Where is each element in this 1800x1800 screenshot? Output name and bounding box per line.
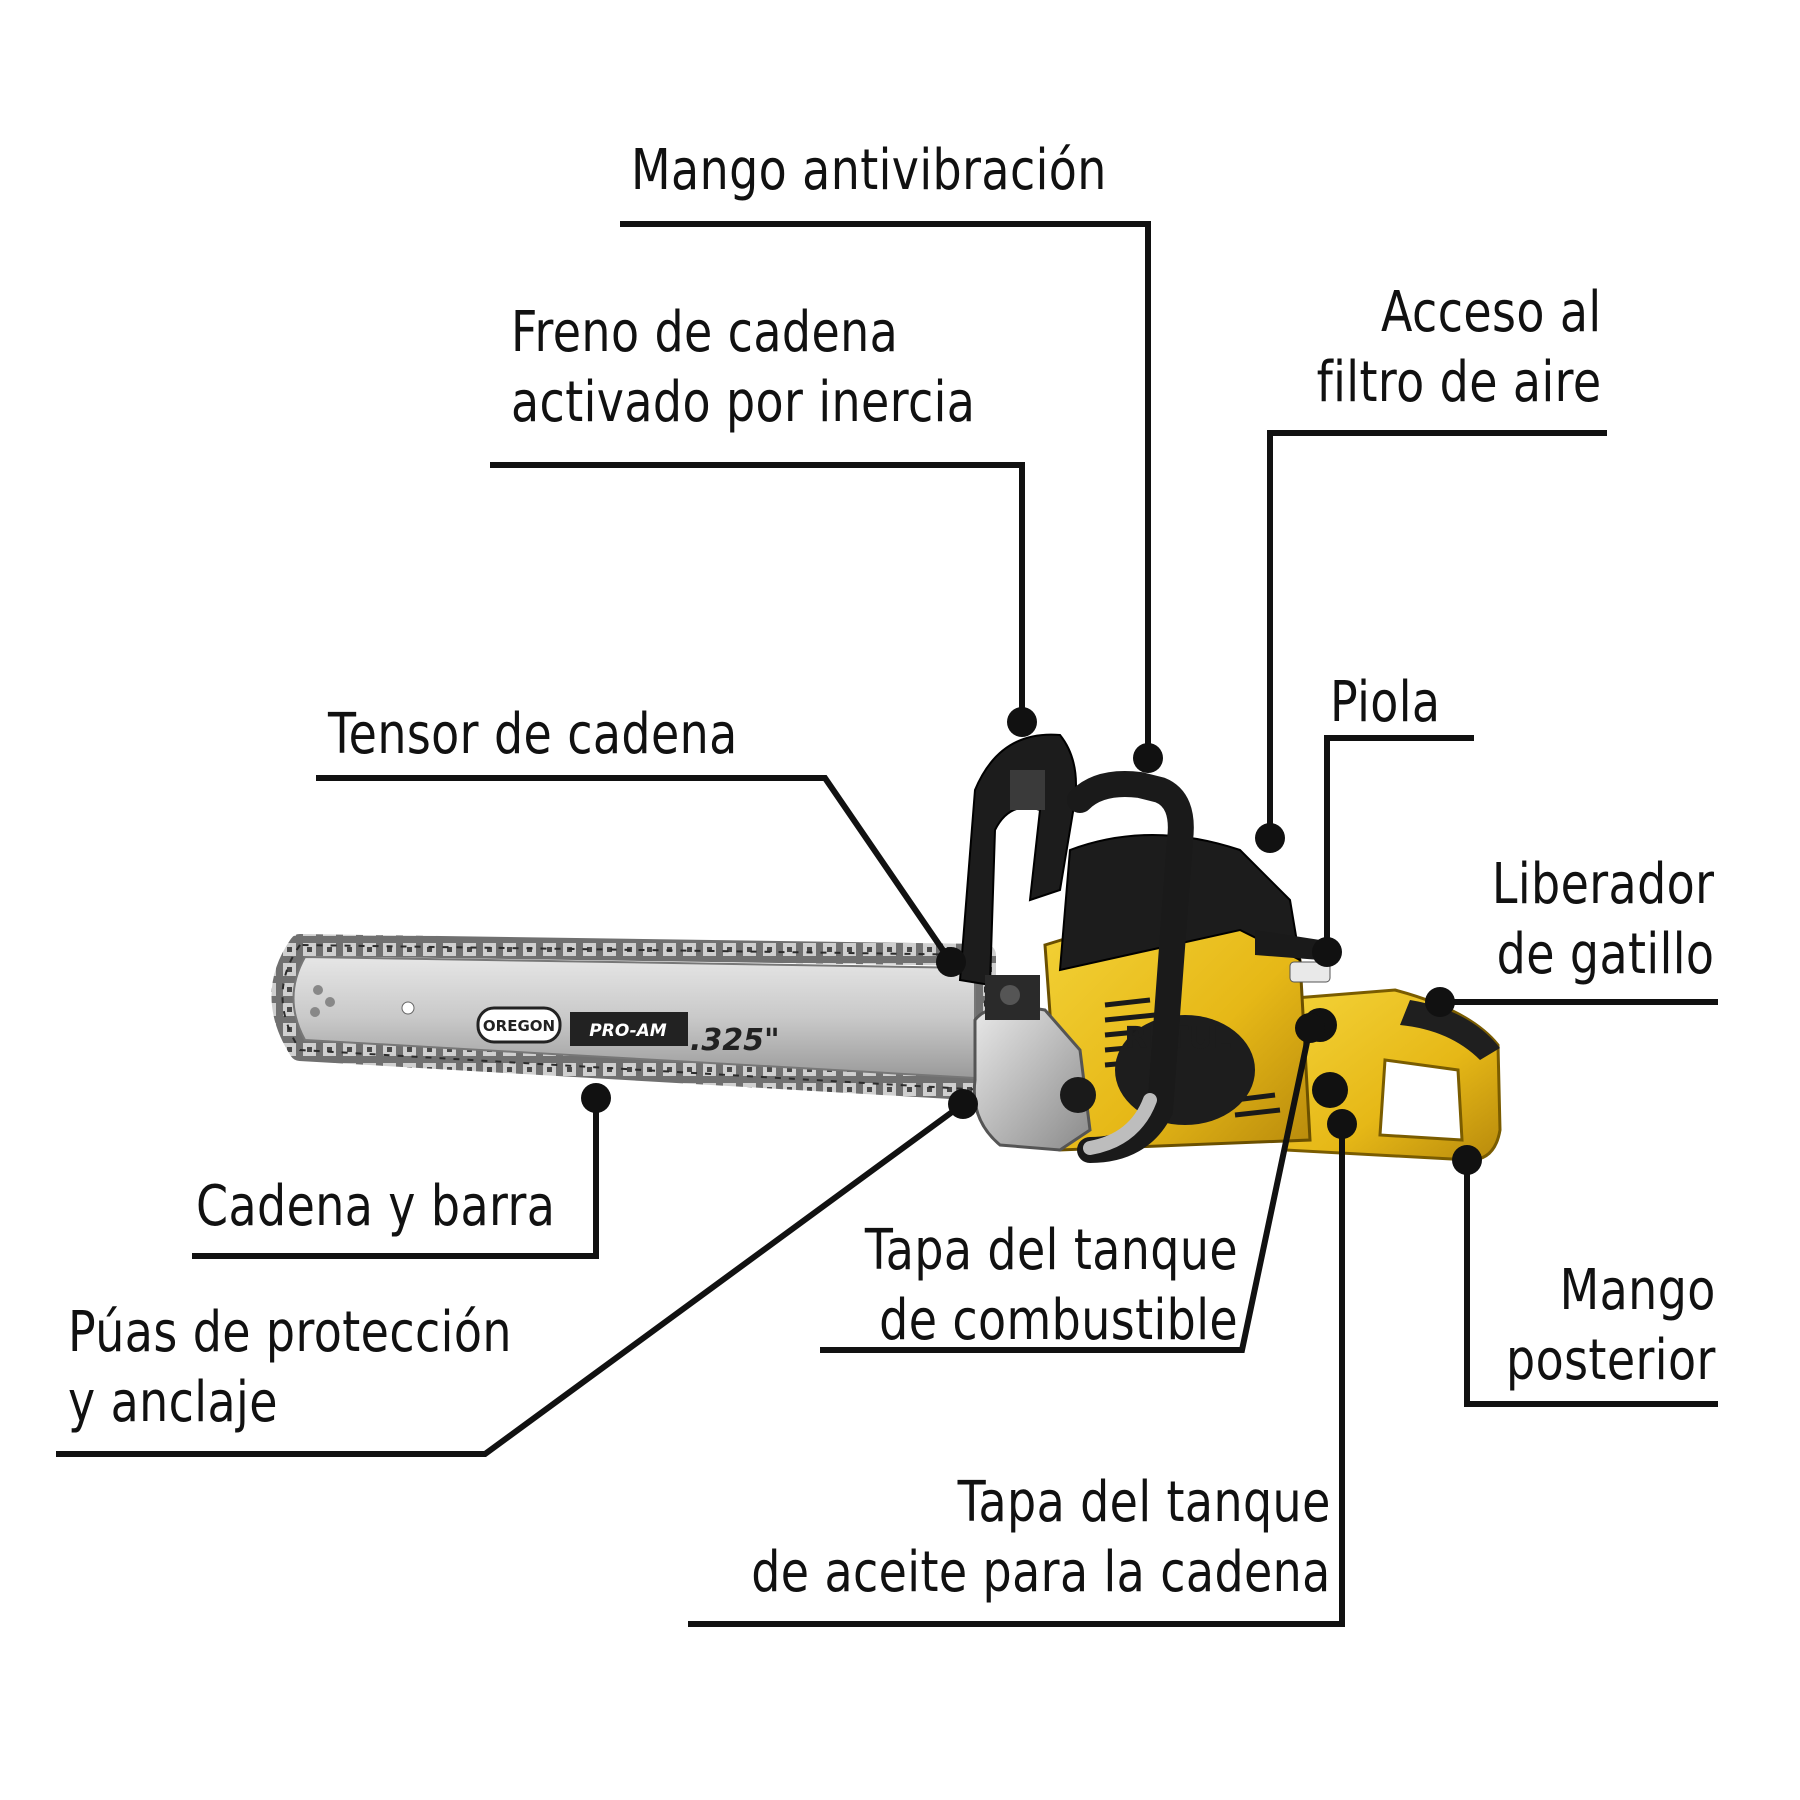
leader-chain-oil-tank-cap-dot [1327, 1109, 1357, 1139]
leader-chain-tensioner [316, 775, 954, 964]
label-rear-handle: Mango posterior [1506, 1258, 1716, 1393]
label-chain-and-bar: Cadena y barra [196, 1174, 556, 1239]
bar-branding: OREGON PRO-AM .325" [476, 1006, 780, 1058]
bar-pitch-text: .325" [690, 1023, 780, 1058]
leader-trigger-release-dot [1425, 987, 1455, 1017]
leader-chain-tensioner-dot [936, 947, 966, 977]
leader-bumper-spikes-dot [948, 1089, 978, 1119]
leader-air-filter-access [1267, 430, 1607, 838]
label-anti-vibration-handle: Mango antivibración [631, 138, 1107, 203]
label-chain-tensioner: Tensor de cadena [328, 702, 738, 767]
label-air-filter-access: Acceso al filtro de aire [1316, 280, 1602, 415]
leader-anti-vibration-handle-dot [1133, 743, 1163, 773]
leader-chain-and-bar-dot [581, 1083, 611, 1113]
leader-anti-vibration-handle [620, 221, 1151, 758]
oil-cap-shape [1312, 1072, 1348, 1108]
leader-rear-handle [1464, 1160, 1718, 1407]
leader-chain-oil-tank-cap [688, 1124, 1345, 1627]
front-handle-shape [1067, 771, 1194, 1163]
label-fuel-tank-cap: Tapa del tanque de combustible [864, 1218, 1238, 1353]
chain-brake-guard [958, 733, 1077, 987]
leader-rear-handle-dot [1452, 1145, 1482, 1175]
label-chain-oil-tank-cap: Tapa del tanque de aceite para la cadena [751, 1470, 1331, 1605]
bar-brand-text: OREGON [483, 1017, 555, 1035]
leader-bumper-spikes [56, 1101, 965, 1457]
chainsaw-illustration: OREGON PRO-AM .325" RETUL [271, 733, 1502, 1163]
leader-inertia-chain-brake-dot [1007, 707, 1037, 737]
leader-pull-cord-dot [1312, 937, 1342, 967]
leader-fuel-tank-cap-dot [1295, 1013, 1325, 1043]
leader-chain-and-bar [192, 1098, 599, 1259]
leader-fuel-tank-cap [820, 1027, 1313, 1353]
leader-inertia-chain-brake [490, 462, 1025, 722]
callout-lines [56, 221, 1718, 1627]
leader-pull-cord [1324, 735, 1474, 952]
pull-start-grip [1255, 930, 1320, 960]
leader-air-filter-access-dot [1255, 823, 1285, 853]
label-inertia-chain-brake: Freno de cadena activado por inercia [511, 300, 976, 435]
bar-model-text: PRO-AM [589, 1021, 667, 1041]
label-trigger-release: Liberador de gatillo [1491, 852, 1714, 987]
label-bumper-spikes: Púas de protección y anclaje [68, 1300, 512, 1435]
label-pull-cord: Piola [1330, 670, 1441, 735]
